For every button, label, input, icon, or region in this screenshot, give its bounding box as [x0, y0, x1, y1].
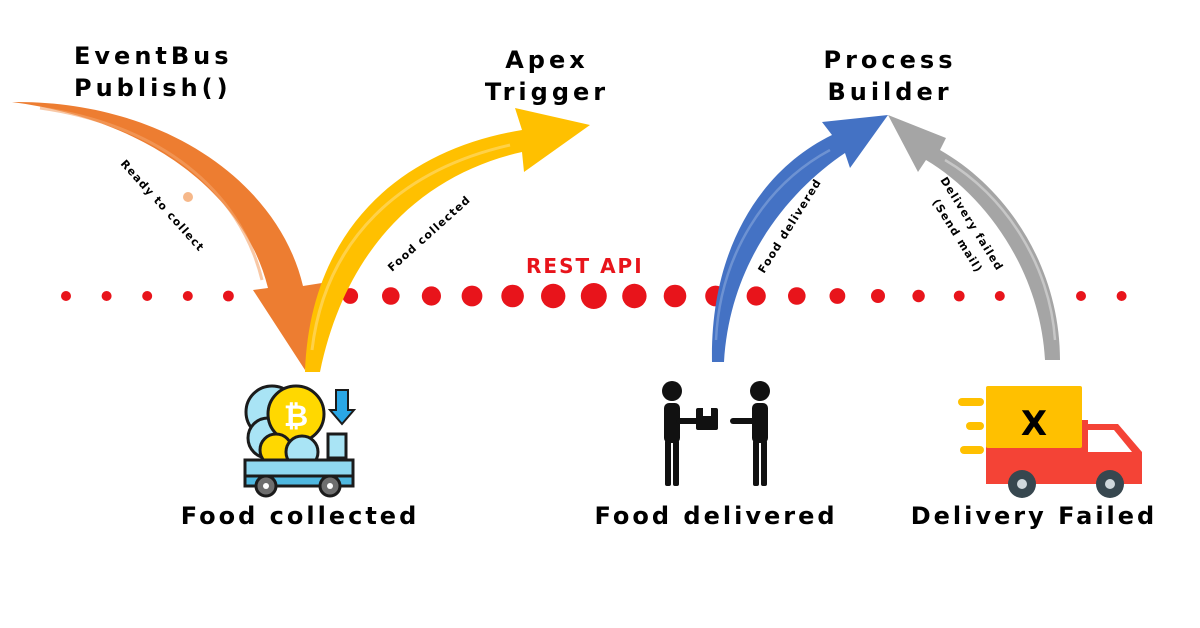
- rest-api-dot: [871, 289, 885, 303]
- food-delivered-arrow: [711, 115, 888, 362]
- food-collected-arrow: [305, 108, 590, 372]
- process-builder-header: Process Builder: [820, 44, 960, 108]
- process-header-line-2: Builder: [827, 78, 953, 106]
- rest-api-dot: [580, 283, 607, 309]
- rest-api-dot: [61, 291, 71, 301]
- rest-api-dot: [382, 287, 400, 305]
- rest-api-dot: [101, 291, 112, 301]
- rest-api-dot: [912, 289, 925, 303]
- eventbus-header-line-2: Publish(): [74, 74, 232, 102]
- eventbus-header-line-1: EventBus: [74, 42, 233, 70]
- delivery-failed-truck-icon: [958, 386, 1142, 498]
- rest-api-dot: [663, 284, 687, 308]
- rest-api-dot: [541, 283, 566, 309]
- rest-api-dot: [829, 288, 846, 304]
- delivery-failed-arrow: [888, 115, 1060, 360]
- rest-api-dot: [994, 291, 1005, 301]
- apex-header-line-1: Apex: [505, 46, 589, 74]
- rest-api-dot: [788, 287, 806, 305]
- rest-api-dot: [501, 284, 524, 308]
- rest-api-dot: [223, 290, 234, 302]
- rest-api-dot: [746, 286, 766, 306]
- delivery-failed-caption: Delivery Failed: [910, 502, 1158, 530]
- eventbus-publish-header: EventBus Publish(): [74, 40, 233, 104]
- rest-api-dot: [461, 285, 483, 307]
- process-header-line-1: Process: [823, 46, 957, 74]
- food-delivered-caption: Food delivered: [594, 502, 838, 530]
- failed-box-x-mark: X: [1020, 404, 1048, 444]
- apex-trigger-header: Apex Trigger: [482, 44, 612, 108]
- food-collected-caption: Food collected: [180, 502, 420, 530]
- rest-api-dotted-line: [61, 283, 1127, 309]
- ready-to-collect-arrow: [12, 101, 322, 370]
- apex-header-line-2: Trigger: [484, 78, 610, 106]
- food-collected-truck-icon: ₿: [243, 384, 357, 498]
- rest-api-dot: [142, 291, 153, 301]
- svg-text:₿: ₿: [284, 399, 308, 434]
- rest-api-dot: [421, 286, 441, 306]
- rest-api-dot: [953, 290, 965, 302]
- rest-api-dot: [622, 283, 647, 309]
- rest-api-label: REST API: [526, 254, 644, 278]
- rest-api-dot: [1076, 291, 1086, 301]
- rest-api-dot: [1116, 291, 1127, 301]
- rest-api-dot: [182, 291, 193, 301]
- food-delivered-handoff-icon: [662, 381, 770, 486]
